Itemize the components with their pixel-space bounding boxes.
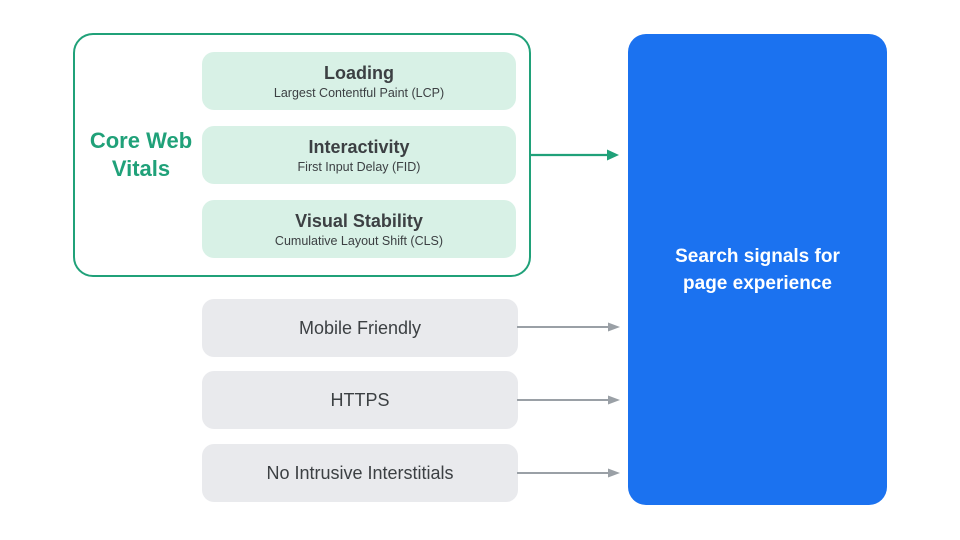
signal-pill-mobile-friendly: Mobile Friendly (202, 299, 518, 357)
metric-pill-loading: Loading Largest Contentful Paint (LCP) (202, 52, 516, 110)
metric-subtitle: Cumulative Layout Shift (CLS) (274, 233, 444, 248)
arrow-head (607, 149, 619, 161)
metric-pill-visual-stability: Visual Stability Cumulative Layout Shift… (202, 200, 516, 258)
arrow-right-icon-core-web-vitals (531, 149, 619, 161)
signal-label: No Intrusive Interstitials (266, 462, 454, 483)
metric-subtitle: First Input Delay (FID) (297, 159, 421, 174)
metric-title: Loading (324, 62, 394, 83)
signal-label: Mobile Friendly (298, 317, 422, 338)
search-signals-label: Search signals for page experience (675, 245, 840, 294)
core-web-vitals-group: Core Web Vitals Loading Largest Contentf… (73, 33, 531, 277)
arrow-right-icon-mobile-friendly (517, 322, 620, 332)
metric-title: Visual Stability (295, 210, 423, 231)
signal-pill-no-intrusive-interstitials: No Intrusive Interstitials (202, 444, 518, 502)
signal-label: HTTPS (330, 389, 390, 410)
search-signals-box: Search signals for page experience (628, 34, 887, 505)
arrow-head (608, 395, 620, 405)
signal-pill-https: HTTPS (202, 371, 518, 429)
arrow-right-icon-no-intrusive-interstitials (517, 468, 620, 478)
core-web-vitals-label: Core Web Vitals (89, 128, 193, 181)
metric-pill-interactivity: Interactivity First Input Delay (FID) (202, 126, 516, 184)
metric-subtitle: Largest Contentful Paint (LCP) (273, 85, 445, 100)
arrow-head (608, 468, 620, 478)
arrow-head (608, 322, 620, 332)
metric-title: Interactivity (308, 136, 410, 157)
core-web-vitals-metric-list: Loading Largest Contentful Paint (LCP) I… (202, 52, 516, 258)
arrow-right-icon-https (517, 395, 620, 405)
